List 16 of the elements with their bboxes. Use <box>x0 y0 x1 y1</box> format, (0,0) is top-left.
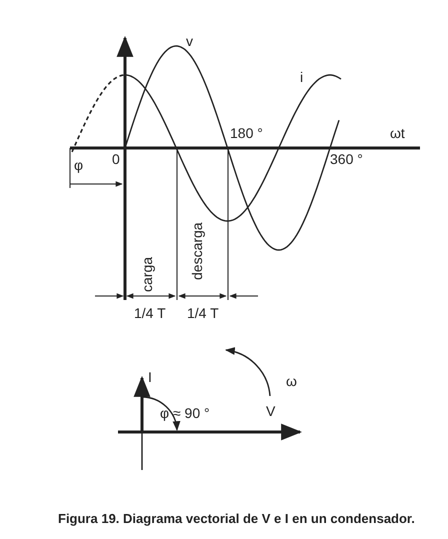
curve-label: v <box>186 34 193 48</box>
dimension-label: 1/4 T <box>187 306 219 320</box>
angle-label: φ ≈ 90 ° <box>160 406 210 420</box>
vector-label: I <box>148 370 152 384</box>
dimension-label: 1/4 T <box>134 306 166 320</box>
interval-label: carga <box>140 256 154 292</box>
angle-label: ω <box>286 374 297 388</box>
vector-label: V <box>266 404 276 418</box>
axis-label: 0 <box>112 152 120 166</box>
figure-caption: Figura 19. Diagrama vectorial de V e I en un condensador. <box>58 512 415 525</box>
axis-label: ωt <box>390 126 405 140</box>
axis-label: 180 ° <box>230 126 263 140</box>
axis-label: 360 ° <box>330 152 363 166</box>
interval-label: descarga <box>190 222 204 280</box>
curve-label: i <box>300 70 304 84</box>
angle-label: φ <box>74 158 84 172</box>
